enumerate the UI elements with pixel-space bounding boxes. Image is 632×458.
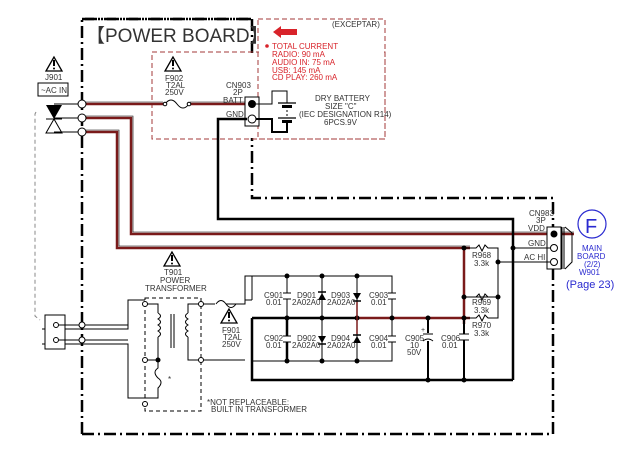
f901-rating: T2AL [223,333,243,342]
main-board-line-2[interactable]: BOARD [577,252,606,261]
diode-icon [353,334,361,343]
fuse-f902-icon [164,99,190,109]
main-board-badge-letter: F [585,216,597,238]
total-current-audio-in: AUDIO IN: 75 mA [272,58,336,67]
total-current-heading: TOTAL CURRENT [272,42,338,51]
ac-in-label: ~AC IN [41,86,67,95]
cn983-pins: 3P [536,216,546,225]
bullet-icon [265,44,269,48]
d901-part: 2A02A0 [292,298,321,307]
main-board-line-4[interactable]: W901 [579,268,600,277]
c906-ref: C906 [441,334,461,343]
c903-value: 0.01 [371,298,387,307]
main-board-badge[interactable] [577,209,607,239]
battery-line-4: 6PCS.9V [324,118,358,127]
c906-value: 0.01 [442,341,458,350]
svg-text:*: * [168,375,171,384]
d902-ref: D902 [297,334,317,343]
battery-line-1: DRY BATTERY [315,94,371,103]
diode-icon [318,336,326,345]
ac-socket [44,314,66,350]
cn903-ref: CN903 [226,81,251,90]
board-title: 【POWER BOARD】 [86,25,269,47]
c904-value: 0.01 [371,341,387,350]
t901-ref: T901 [164,268,183,277]
c901-value: 0.01 [266,298,282,307]
diode-icon [353,293,361,302]
t901-line-2: TRANSFORMER [145,284,207,293]
total-current-radio: RADIO: 90 mA [272,50,326,59]
c904-ref: C904 [369,334,389,343]
f902-rating: T2AL [166,81,186,90]
left-arrow-icon [273,26,297,38]
exceptar-label: (EXCEPTAR) [332,20,380,29]
d903-ref: D903 [331,291,351,300]
r970-value: 3.3k [474,329,490,338]
f901-ref: F901 [222,326,241,335]
t901-line-1: POWER [160,276,190,285]
d903-part: 2A02A0 [327,298,356,307]
c905-ref: C905 [405,334,425,343]
d902-part: 2A02A0 [292,341,321,350]
c902-ref: C902 [264,334,284,343]
cn903-pins: 2P [233,88,243,97]
c905-value: 10 [410,341,419,350]
battery-line-3: (IEC DESIGNATION R14) [299,110,392,119]
note-line-1: *NOT REPLACEABLE: [207,398,289,407]
c903-ref: C903 [369,291,389,300]
battery-line-2: SIZE "C" [325,102,357,111]
d904-ref: D904 [331,334,351,343]
c901-ref: C901 [264,291,284,300]
d901-ref: D901 [297,291,317,300]
cn983-vdd-label: VDD [528,224,545,233]
c905-voltage: 50V [407,348,422,357]
r968-value: 3.3k [474,259,490,268]
cn903-gnd-label: GND [226,110,244,119]
j901-ref: J901 [45,73,63,82]
f902-voltage: 250V [165,88,184,97]
r969-value: 3.3k [474,306,490,315]
warning-icon [162,250,182,267]
main-board-line-1[interactable]: MAIN [582,244,602,253]
fuse-f901-icon [215,300,237,308]
total-current-usb: USB: 145 mA [272,66,321,75]
total-current-cd-play: CD PLAY: 260 mA [272,73,338,82]
cn983-achi-label: AC HI [524,253,545,262]
r968-ref: R968 [472,251,492,260]
r970-ref: R970 [472,321,492,330]
warning-icon [163,55,183,72]
cn983-ref: CN983 [529,209,554,218]
ac-plug-icon [46,105,62,119]
d904-part: 2A02A0 [327,341,356,350]
main-board-page-link[interactable]: (Page 23) [566,279,614,291]
diode-icon [318,291,326,300]
transformer-outline [144,297,202,412]
svg-text:+: + [421,327,425,334]
c902-value: 0.01 [266,341,282,350]
warning-icon [44,55,64,72]
f902-ref: F902 [165,74,184,83]
f901-voltage: 250V [222,340,241,349]
warning-icon [219,307,239,324]
note-line-2: BUILT IN TRANSFORMER [211,405,307,414]
cn903-batt-label: BATT [223,96,243,105]
cn983-gnd-label: GND [528,239,546,248]
r969-ref: R969 [472,298,492,307]
main-board-line-3[interactable]: (2/2) [584,260,601,269]
